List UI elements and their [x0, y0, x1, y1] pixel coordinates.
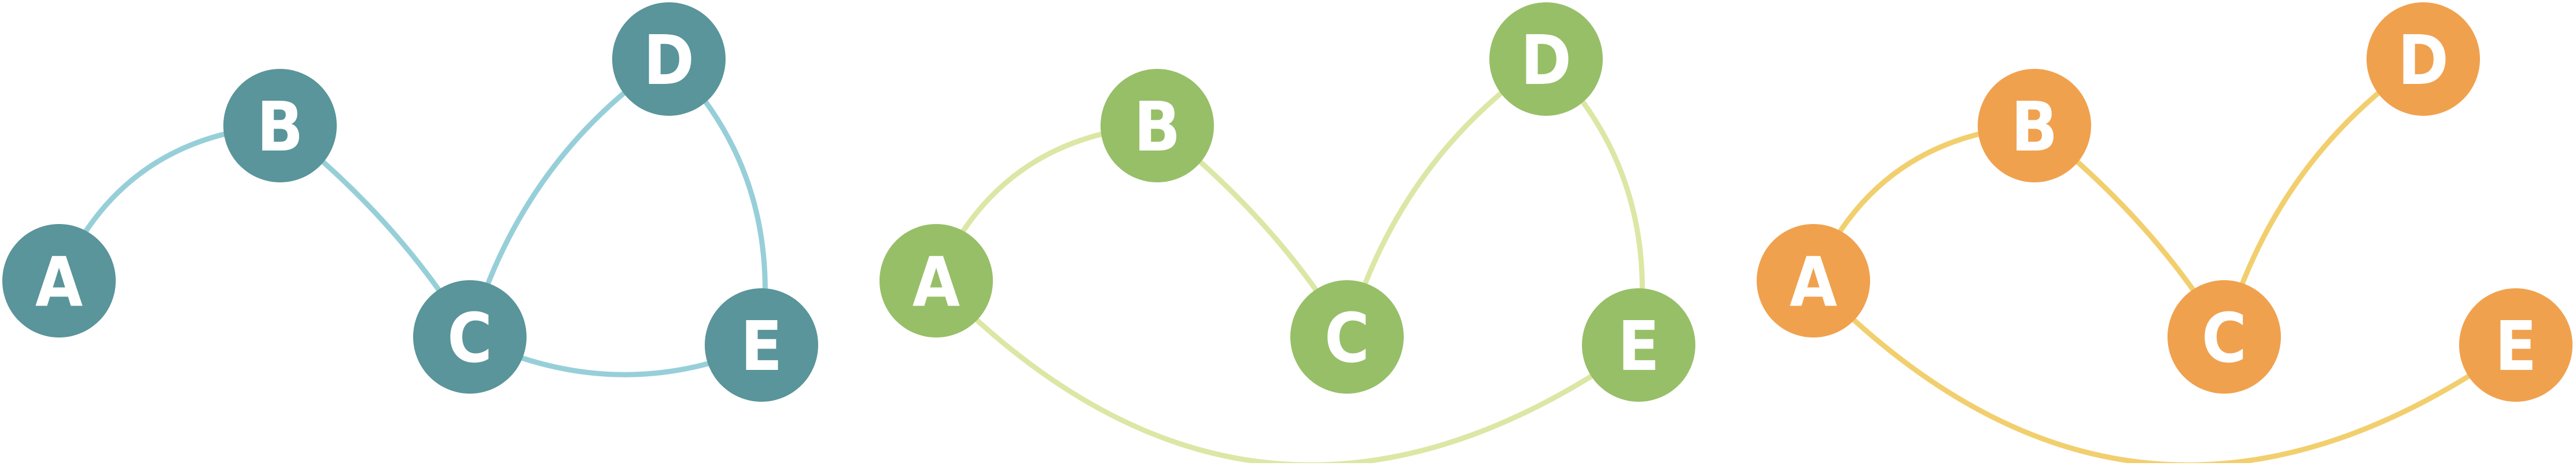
- node-d: D: [612, 2, 726, 116]
- node-circle: [612, 2, 726, 116]
- node-b: B: [223, 69, 337, 182]
- edge-a-e: [1810, 278, 2519, 466]
- node-circle: [1101, 69, 1214, 182]
- node-c: C: [1290, 280, 1404, 394]
- node-b: B: [1101, 69, 1214, 182]
- node-d: D: [2367, 2, 2480, 116]
- node-a: A: [879, 224, 993, 337]
- graph-1: A B C D E: [2, 2, 818, 402]
- node-circle: [2459, 288, 2573, 402]
- node-label: E: [741, 306, 783, 386]
- node-label: B: [1134, 87, 1181, 167]
- edge-layer: [1810, 56, 2519, 466]
- node-circle: [1489, 2, 1603, 116]
- node-e: E: [2459, 288, 2573, 402]
- node-label: A: [35, 242, 83, 322]
- edge-layer: [933, 56, 1645, 466]
- node-label: B: [2011, 87, 2058, 167]
- node-layer: A B C D E: [879, 2, 1695, 402]
- node-circle: [1978, 69, 2091, 182]
- node-c: C: [413, 280, 527, 394]
- node-b: B: [1978, 69, 2091, 182]
- graph-2: A B C D E: [879, 2, 1695, 466]
- node-layer: A B C D E: [1757, 2, 2573, 402]
- node-label: B: [257, 87, 304, 167]
- node-circle: [879, 224, 993, 337]
- node-e: E: [1582, 288, 1695, 402]
- node-circle: [1582, 288, 1695, 402]
- node-c: C: [2167, 280, 2281, 394]
- node-label: D: [1521, 20, 1572, 100]
- node-label: C: [447, 298, 492, 378]
- node-label: E: [2495, 306, 2537, 386]
- node-layer: A B C D E: [2, 2, 818, 402]
- node-d: D: [1489, 2, 1603, 116]
- node-circle: [2367, 2, 2480, 116]
- node-label: A: [912, 242, 960, 322]
- node-circle: [2, 224, 116, 337]
- node-circle: [1757, 224, 1870, 337]
- node-circle: [1290, 280, 1404, 394]
- node-circle: [2167, 280, 2281, 394]
- node-e: E: [705, 288, 818, 402]
- node-a: A: [2, 224, 116, 337]
- node-a: A: [1757, 224, 1870, 337]
- node-label: A: [1790, 242, 1837, 322]
- node-circle: [413, 280, 527, 394]
- node-label: E: [1618, 306, 1660, 386]
- node-label: D: [2398, 20, 2449, 100]
- node-label: D: [643, 20, 694, 100]
- node-label: C: [1324, 298, 1370, 378]
- node-label: C: [2202, 298, 2247, 378]
- graph-3: A B C D E: [1757, 2, 2573, 466]
- edge-a-e: [933, 278, 1642, 466]
- node-circle: [705, 288, 818, 402]
- node-circle: [223, 69, 337, 182]
